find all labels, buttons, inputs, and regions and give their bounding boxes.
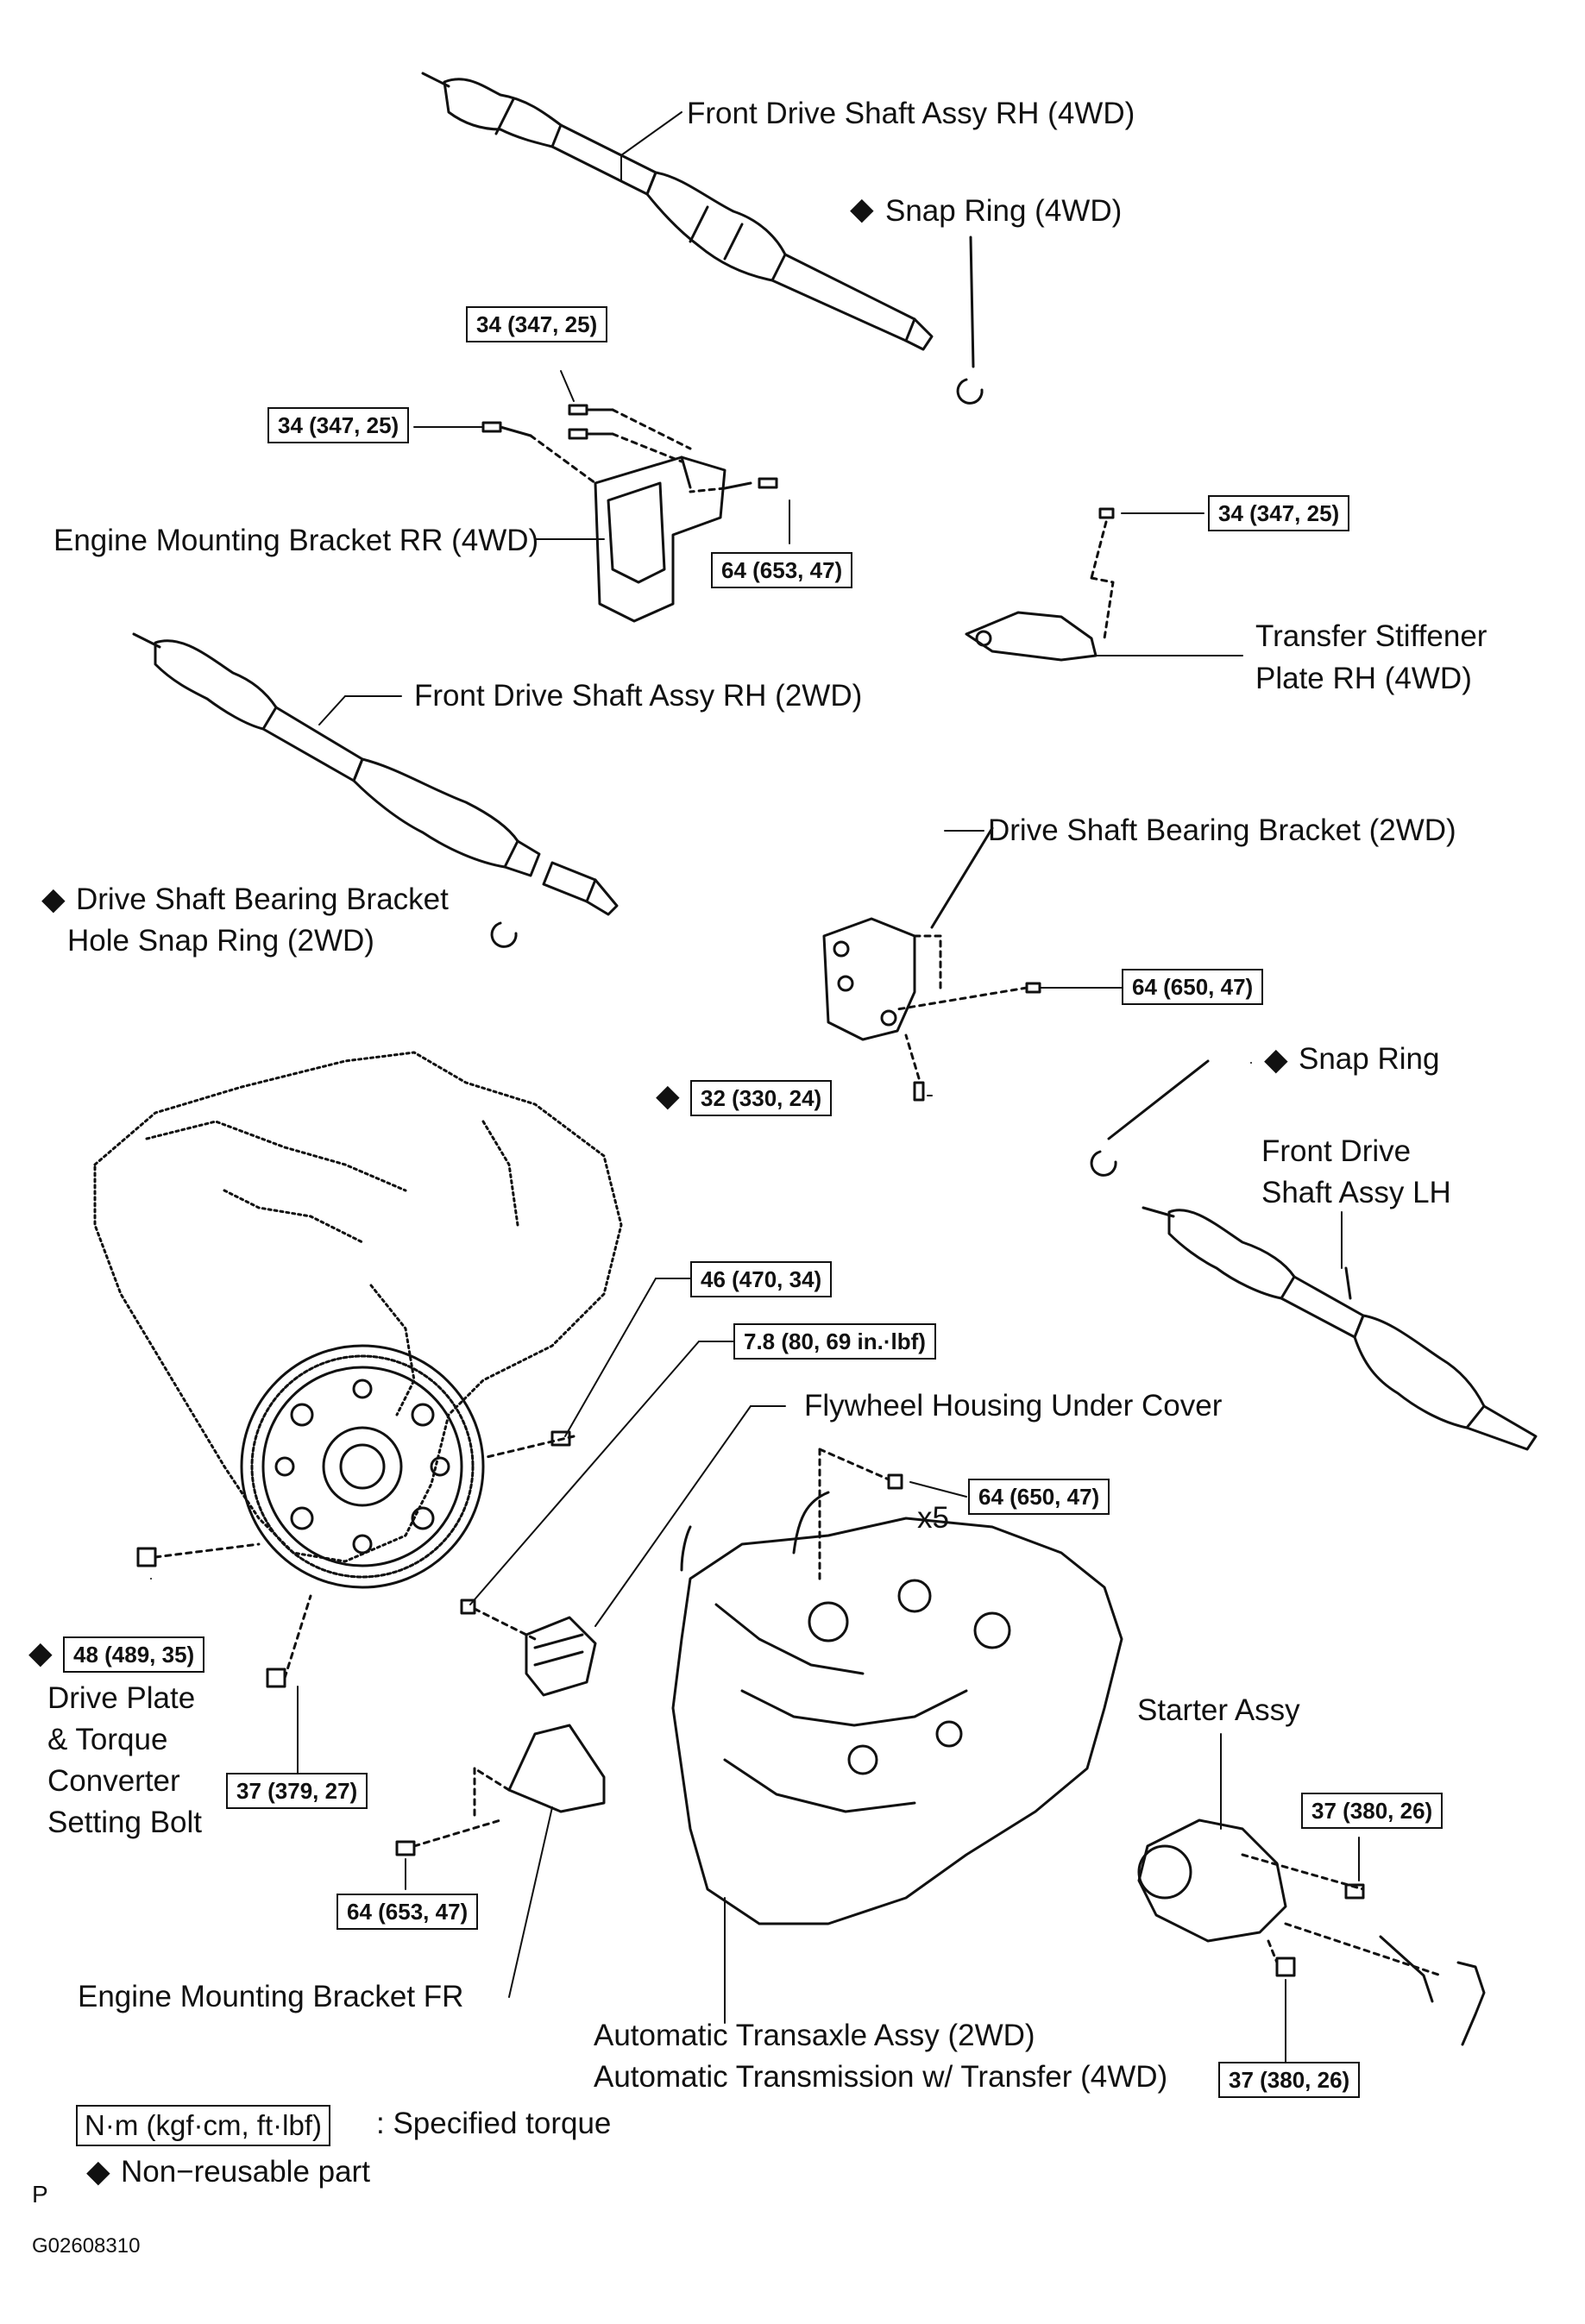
- torque-34-347-25-a: 34 (347, 25): [466, 306, 608, 342]
- transfer-stiffener-plate-drawing: [965, 507, 1115, 662]
- torque-64-653-47-b: 64 (653, 47): [336, 1894, 479, 1930]
- label-front-drive-shaft-lh-2: Shaft Assy LH: [1261, 1176, 1451, 1209]
- label-front-drive-shaft-rh-4wd: Front Drive Shaft Assy RH (4WD): [687, 97, 1135, 130]
- torque-48-489-35: 48 (489, 35): [63, 1636, 205, 1673]
- torque-7-8-80-69: 7.8 (80, 69 in.·lbf): [733, 1323, 936, 1360]
- torque-46-470-34: 46 (470, 34): [690, 1261, 833, 1297]
- nonreusable-icon: ◆: [28, 1635, 53, 1670]
- front-drive-shaft-rh-2wd-drawing: [132, 632, 619, 948]
- leader-lines: [150, 111, 1360, 2067]
- label-drive-shaft-bearing-bracket: Drive Shaft Bearing Bracket (2WD): [988, 813, 1456, 847]
- legend-torque-unit-text: : Specified torque: [376, 2107, 612, 2140]
- label-drive-plate-3: Converter: [47, 1764, 180, 1798]
- label-front-drive-shaft-rh-2wd: Front Drive Shaft Assy RH (2WD): [414, 679, 863, 713]
- label-drive-plate-4: Setting Bolt: [47, 1806, 202, 1839]
- drive-plate-drawing: [240, 1344, 485, 1589]
- label-transfer-stiffener-1: Transfer Stiffener: [1255, 619, 1488, 653]
- label-drive-plate-2: & Torque: [47, 1723, 168, 1756]
- flywheel-housing-under-cover-drawing: [525, 1616, 597, 1697]
- label-engine-mounting-bracket-rr: Engine Mounting Bracket RR (4WD): [53, 524, 539, 557]
- starter-assy-drawing: [1137, 1818, 1486, 2046]
- engine-mounting-bracket-rr-drawing: [481, 404, 778, 623]
- label-snap-ring: Snap Ring: [1299, 1042, 1440, 1076]
- label-engine-mounting-bracket-fr: Engine Mounting Bracket FR: [78, 1980, 464, 2013]
- label-automatic-transaxle-2: Automatic Transmission w/ Transfer (4WD): [594, 2060, 1168, 2094]
- label-front-drive-shaft-lh-1: Front Drive: [1261, 1134, 1412, 1168]
- label-bearing-bracket-snap-ring-1: Drive Shaft Bearing Bracket: [76, 882, 449, 916]
- label-bearing-bracket-snap-ring-2: Hole Snap Ring (2WD): [67, 924, 374, 958]
- torque-37-380-26-b: 37 (380, 26): [1218, 2062, 1361, 2098]
- torque-64-653-47-a: 64 (653, 47): [711, 552, 853, 588]
- nonreusable-icon: ◆: [850, 191, 874, 226]
- torque-34-347-25-c: 34 (347, 25): [1208, 495, 1350, 531]
- automatic-transaxle-drawing: [671, 1448, 1123, 1925]
- torque-32-330-24: 32 (330, 24): [690, 1080, 833, 1116]
- front-drive-shaft-lh-drawing: [1090, 1059, 1538, 1451]
- label-flywheel-housing-under-cover: Flywheel Housing Under Cover: [804, 1389, 1223, 1423]
- engine-block-outline: [93, 1051, 623, 1563]
- page-mark: P: [32, 2181, 48, 2208]
- label-drive-plate-1: Drive Plate: [47, 1681, 196, 1715]
- torque-64-650-47-a: 64 (650, 47): [1122, 969, 1264, 1005]
- drive-plate-bolts: [136, 1430, 576, 1688]
- figure-code: G02608310: [32, 2234, 141, 2258]
- torque-64-650-47-b: 64 (650, 47): [968, 1479, 1110, 1515]
- engine-mounting-bracket-fr-drawing: [395, 1724, 606, 1856]
- torque-37-379-27: 37 (379, 27): [226, 1773, 368, 1809]
- label-snap-ring-4wd: Snap Ring (4WD): [885, 194, 1123, 228]
- legend-torque-unit-box: N·m (kgf·cm, ft·lbf): [76, 2105, 330, 2146]
- nonreusable-icon: ◆: [86, 2153, 110, 2189]
- nonreusable-icon: ◆: [41, 881, 66, 916]
- drive-shaft-bearing-bracket-drawing: [822, 826, 1041, 1102]
- front-drive-shaft-rh-4wd-drawing: [421, 72, 934, 351]
- legend-nonreusable-text: Non−reusable part: [121, 2155, 370, 2189]
- label-x5: x5: [917, 1501, 949, 1535]
- label-transfer-stiffener-2: Plate RH (4WD): [1255, 662, 1472, 695]
- label-starter-assy: Starter Assy: [1137, 1693, 1300, 1727]
- torque-34-347-25-b: 34 (347, 25): [267, 407, 410, 443]
- snap-ring-4wd-drawing: [956, 236, 984, 405]
- nonreusable-icon: ◆: [656, 1077, 680, 1113]
- nonreusable-icon: ◆: [1264, 1041, 1288, 1077]
- label-automatic-transaxle-1: Automatic Transaxle Assy (2WD): [594, 2019, 1035, 2052]
- torque-37-380-26-a: 37 (380, 26): [1301, 1793, 1443, 1829]
